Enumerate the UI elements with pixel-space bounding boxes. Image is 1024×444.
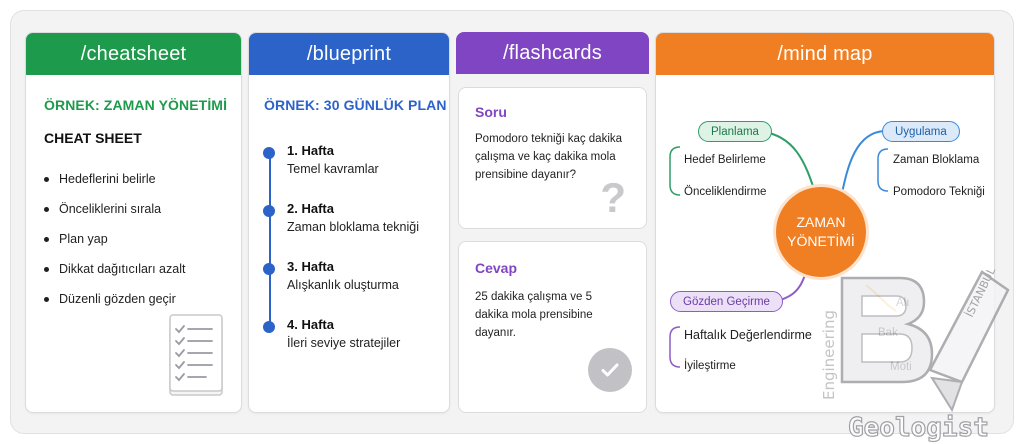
mindmap-leaf: Önceliklendirme (684, 186, 767, 198)
mindmap-leaf: Zaman Bloklama (893, 154, 980, 166)
list-item: Hedeflerini belirle (44, 164, 185, 194)
question-text: Pomodoro tekniği kaç dakika çalışma ve k… (475, 133, 623, 181)
mindmap-leaf: Moti (890, 361, 912, 373)
question-card: Soru Pomodoro tekniği kaç dakika çalışma… (458, 87, 647, 229)
cheatsheet-subtitle: CHEAT SHEET (44, 130, 142, 146)
timeline-dot-icon (263, 147, 275, 159)
mindmap-leaf: Bak (878, 327, 898, 339)
answer-text: 25 dakika çalışma ve 5 dakika mola prens… (475, 291, 593, 339)
list-item: Plan yap (44, 224, 185, 254)
mindmap-leaf: İyileştirme (684, 360, 736, 372)
list-item: Düzenli gözden geçir (44, 284, 185, 314)
blueprint-card: /blueprint ÖRNEK: 30 GÜNLÜK PLAN 1. Haft… (248, 32, 450, 413)
list-item-label: Önceliklerini sırala (59, 202, 162, 216)
timeline-dot-icon (263, 321, 275, 333)
question-mark-icon: ? (600, 174, 626, 221)
mindmap-leaf: Alı (896, 297, 910, 309)
mindmap-leaf: Haftalık Değerlendirme (684, 328, 812, 342)
blueprint-header: /blueprint (249, 33, 449, 75)
list-item: Dikkat dağıtıcıları azalt (44, 254, 185, 284)
mindmap-leaf: Pomodoro Tekniği (893, 186, 985, 198)
cheatsheet-example-title: ÖRNEK: ZAMAN YÖNETİMİ (44, 97, 228, 113)
mindmap-header: /mind map (656, 33, 994, 75)
mindmap-center-line1: ZAMAN (796, 214, 846, 230)
mindmap-center-node: ZAMAN YÖNETİMİ (776, 187, 866, 277)
list-item-label: Düzenli gözden geçir (59, 292, 176, 306)
timeline-line (269, 150, 271, 328)
cheatsheet-card: /cheatsheet ÖRNEK: ZAMAN YÖNETİMİ CHEAT … (25, 32, 242, 413)
mindmap-card: /mind map Planlama Hedef Belirleme Öncel… (655, 32, 995, 413)
mindmap-branch-uygulama: Uygulama (882, 121, 960, 142)
bullet-icon (44, 266, 49, 272)
timeline-desc: Alışkanlık oluşturma (287, 278, 399, 292)
list-item-label: Plan yap (59, 232, 108, 246)
timeline-desc: İleri seviye stratejiler (287, 336, 401, 350)
mindmap-branch-gozden: Gözden Geçirme (670, 291, 783, 312)
timeline-dot-icon (263, 205, 275, 217)
list-item-label: Dikkat dağıtıcıları azalt (59, 262, 186, 276)
answer-label: Cevap (475, 260, 518, 276)
timeline-dot-icon (263, 263, 275, 275)
cheatsheet-list: Hedeflerini belirle Önceliklerini sırala… (44, 164, 185, 314)
list-item: Önceliklerini sırala (44, 194, 185, 224)
timeline-week: 4. Hafta (287, 317, 334, 332)
cheatsheet-header: /cheatsheet (26, 33, 241, 75)
bullet-icon (44, 236, 49, 242)
mindmap-branch-planlama: Planlama (698, 121, 772, 142)
timeline-desc: Zaman bloklama tekniği (287, 220, 420, 234)
flashcards-header: /flashcards (456, 32, 649, 74)
mindmap-center-line2: YÖNETİMİ (787, 233, 855, 249)
timeline-week: 3. Hafta (287, 259, 334, 274)
flashcards-card: /flashcards Soru Pomodoro tekniği kaç da… (456, 32, 649, 413)
timeline-week: 1. Hafta (287, 143, 334, 158)
checklist-document-icon (169, 314, 223, 396)
bullet-icon (44, 296, 49, 302)
question-label: Soru (475, 104, 507, 120)
timeline-week: 2. Hafta (287, 201, 334, 216)
check-circle-icon (588, 348, 632, 392)
bullet-icon (44, 176, 49, 182)
timeline-desc: Temel kavramlar (287, 162, 379, 176)
blueprint-example-title: ÖRNEK: 30 GÜNLÜK PLAN (264, 97, 447, 113)
answer-card: Cevap 25 dakika çalışma ve 5 dakika mola… (458, 241, 647, 413)
mindmap-leaf: Hedef Belirleme (684, 154, 766, 166)
list-item-label: Hedeflerini belirle (59, 172, 156, 186)
bullet-icon (44, 206, 49, 212)
